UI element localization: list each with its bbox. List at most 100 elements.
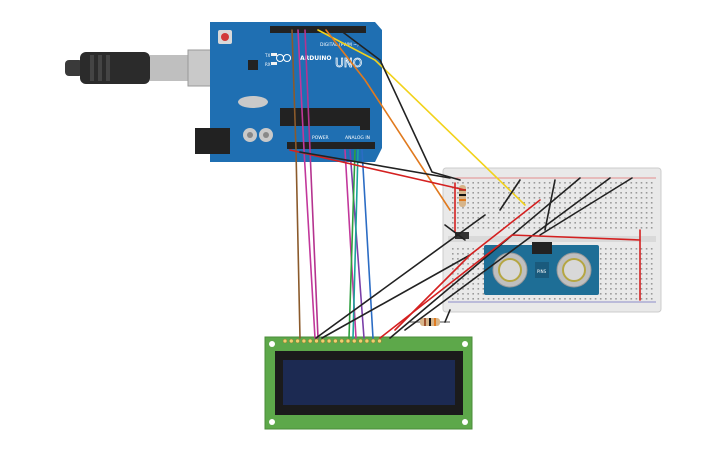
breadboard-hole — [452, 253, 454, 255]
teal-wire — [352, 149, 359, 339]
lcd-pin — [364, 338, 370, 344]
black-wire — [389, 177, 581, 339]
breadboard-hole — [650, 268, 653, 270]
breadboard-hole — [528, 202, 531, 204]
breadboard-hole — [548, 217, 551, 219]
breadboard-hole — [538, 192, 541, 194]
breadboard-hole — [472, 212, 474, 214]
breadboard-hole — [640, 212, 643, 214]
breadboard-hole — [503, 207, 505, 209]
breadboard-hole — [630, 202, 633, 204]
usb-cable-end — [65, 60, 83, 76]
breadboard-hole — [630, 227, 633, 229]
pink-wire — [297, 29, 316, 339]
breadboard-hole — [472, 298, 474, 300]
black-wire — [444, 224, 466, 241]
breadboard-hole — [650, 207, 653, 209]
breadboard-hole — [492, 192, 495, 194]
breadboard-hole — [594, 222, 597, 224]
breadboard-hole — [630, 217, 633, 219]
breadboard-hole — [615, 273, 617, 275]
breadboard-hole — [559, 197, 561, 199]
breadboard-hole — [635, 263, 638, 265]
breadboard-hole — [554, 202, 556, 204]
breadboard-hole — [584, 192, 587, 194]
breadboard-hole — [635, 222, 638, 224]
breadboard-hole — [605, 212, 607, 214]
breadboard-hole — [518, 227, 520, 229]
ultrasonic-sensor: PINS — [484, 242, 599, 295]
breadboard-hole — [615, 197, 617, 199]
breadboard-hole — [630, 248, 633, 250]
breadboard-hole — [467, 293, 469, 295]
breadboard-hole — [457, 298, 459, 300]
breadboard-hole — [548, 187, 551, 189]
breadboard-hole — [620, 212, 622, 214]
breadboard-hole — [508, 187, 510, 189]
breadboard-hole — [589, 212, 592, 214]
breadboard-hole — [645, 273, 648, 275]
breadboard-hole — [615, 217, 617, 219]
breadboard-hole — [599, 207, 602, 209]
breadboard-hole — [543, 187, 546, 189]
breadboard-hole — [477, 253, 480, 255]
breadboard-hole — [610, 227, 612, 229]
breadboard-hole — [482, 217, 485, 219]
brown-wire — [291, 29, 301, 339]
breadboard-hole — [467, 207, 469, 209]
breadboard-hole — [650, 217, 653, 219]
breadboard-hole — [452, 192, 454, 194]
breadboard-hole — [554, 212, 556, 214]
breadboard-hole — [543, 212, 546, 214]
breadboard-hole — [457, 207, 459, 209]
breadboard-hole — [610, 253, 612, 255]
breadboard-hole — [589, 197, 592, 199]
breadboard-hole — [533, 202, 536, 204]
breadboard-hole — [543, 227, 546, 229]
lcd-pin — [333, 338, 338, 344]
breadboard-hole — [462, 263, 464, 265]
breadboard-hole — [472, 293, 474, 295]
breadboard-hole — [523, 222, 525, 224]
breadboard-hole — [599, 192, 602, 194]
breadboard-hole — [650, 192, 653, 194]
breadboard-hole — [523, 182, 525, 184]
lcd-pin — [320, 338, 326, 344]
breadboard-hole — [492, 182, 495, 184]
breadboard-hole — [620, 227, 622, 229]
breadboard-hole — [620, 273, 622, 275]
breadboard-hole — [513, 217, 515, 219]
breadboard-hole — [482, 227, 485, 229]
breadboard-hole — [518, 212, 520, 214]
breadboard-hole — [620, 217, 622, 219]
breadboard-hole — [462, 268, 464, 270]
black-wire — [539, 177, 633, 236]
breadboard-hole — [584, 197, 587, 199]
breadboard-hole — [620, 288, 622, 290]
breadboard-hole — [569, 298, 571, 300]
breadboard-hole — [528, 197, 531, 199]
breadboard-hole — [620, 258, 622, 260]
breadboard-hole — [569, 212, 571, 214]
breadboard-hole — [462, 298, 464, 300]
breadboard-hole — [457, 248, 459, 250]
wires — [289, 29, 641, 339]
breadboard-hole — [645, 187, 648, 189]
breadboard-hole — [640, 182, 643, 184]
breadboard-hole — [640, 192, 643, 194]
breadboard-hole — [467, 253, 469, 255]
breadboard-hole — [640, 207, 643, 209]
breadboard-hole — [452, 227, 454, 229]
reset-button[interactable] — [221, 33, 229, 41]
breadboard-hole — [482, 268, 485, 270]
breadboard-hole — [574, 192, 576, 194]
breadboard-hole — [477, 182, 480, 184]
breadboard-hole — [564, 182, 566, 184]
analog-label: ANALOG IN — [345, 135, 370, 141]
breadboard-hole — [528, 187, 531, 189]
breadboard-hole — [605, 253, 607, 255]
breadboard-hole — [457, 222, 459, 224]
breadboard-hole — [564, 222, 566, 224]
breadboard-hole — [650, 202, 653, 204]
red-wire — [394, 199, 541, 331]
